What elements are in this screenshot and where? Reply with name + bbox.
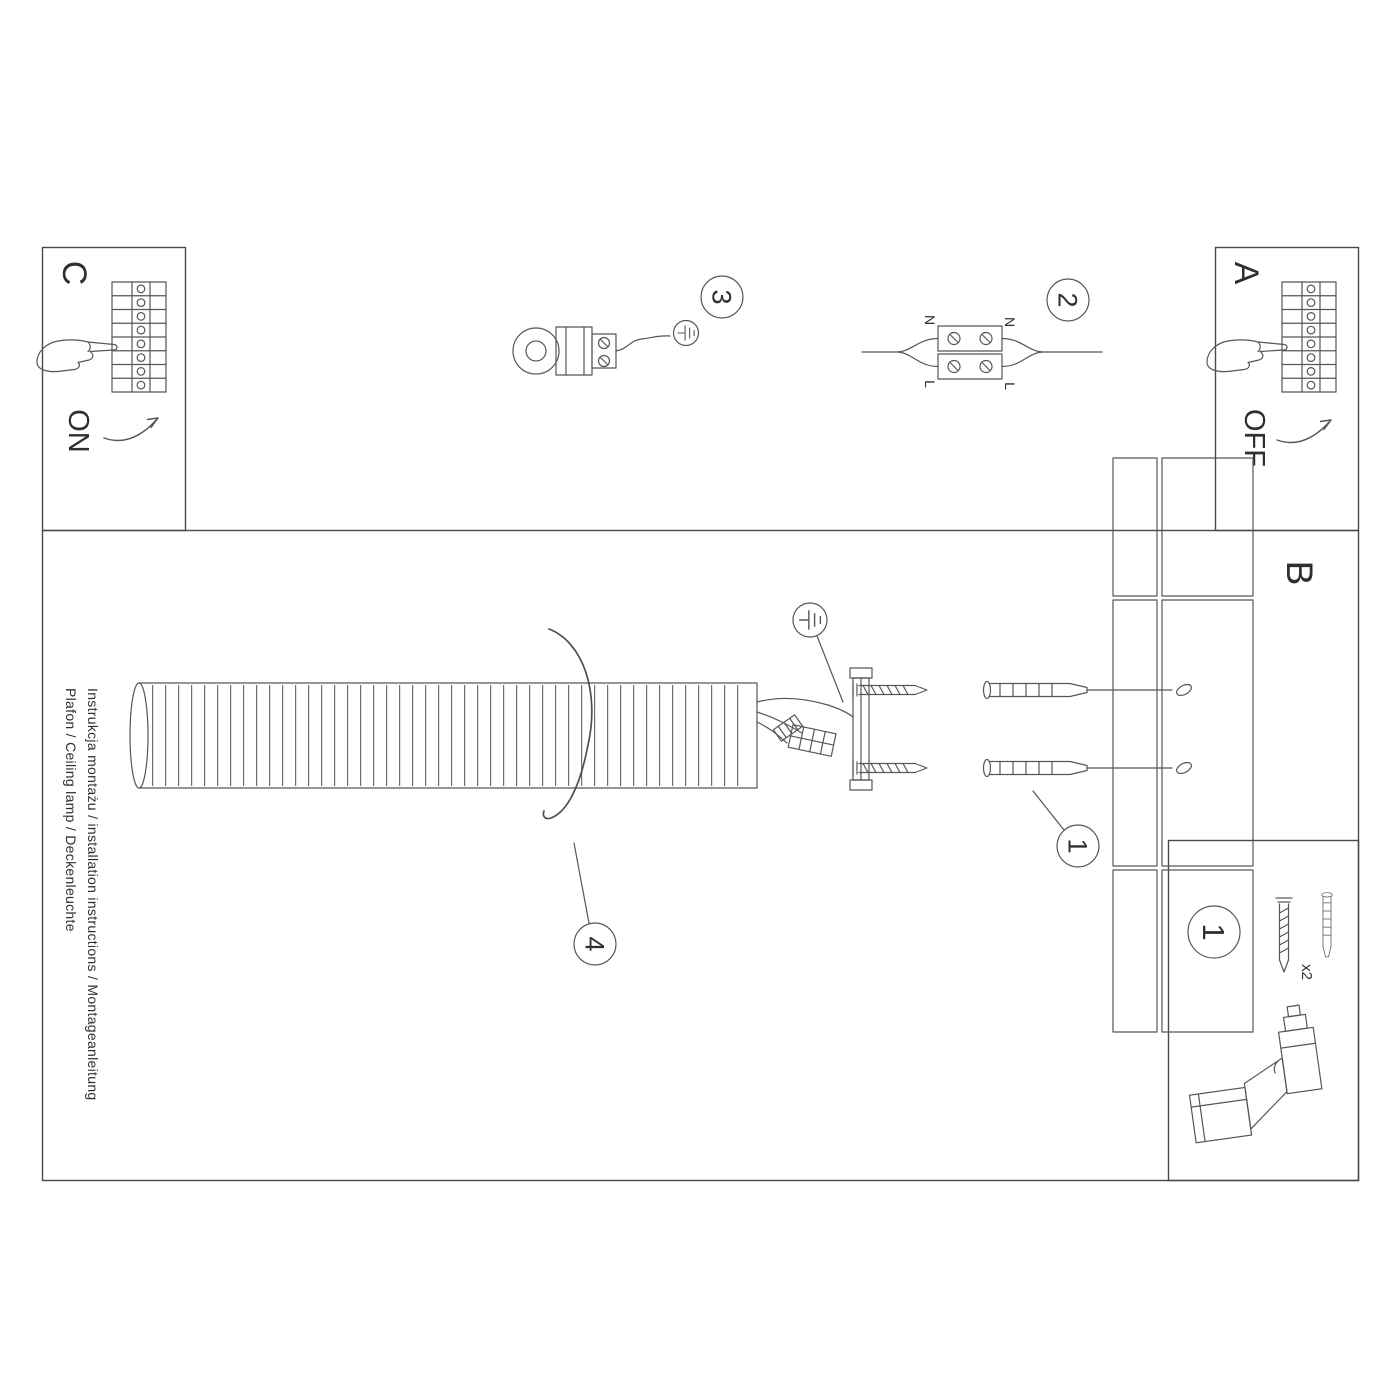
terminal-label-l-right: L	[1002, 382, 1018, 390]
parts-marker-circle	[1187, 905, 1241, 959]
press-hand-icon	[1206, 339, 1288, 373]
rotate-arrow-icon	[1276, 419, 1332, 444]
panel-c: C ON	[36, 261, 167, 453]
section-label-c: C	[55, 261, 93, 286]
rotate-arrow-icon	[103, 417, 159, 442]
screw-icon	[1275, 897, 1293, 973]
section-label-b: B	[1279, 561, 1320, 586]
step-marker-2: 2	[1053, 292, 1083, 307]
terminal-strip-icon	[111, 281, 167, 393]
wall-plug-icon	[982, 758, 1088, 778]
doc-title-line2: Plafon / Ceiling lamp / Deckenleuchte	[63, 688, 79, 932]
drill-icon	[1188, 1004, 1323, 1144]
terminal-label-n-left: N	[922, 315, 938, 325]
terminal-strip-icon	[1281, 281, 1337, 393]
alignment-lines	[1087, 689, 1173, 769]
step-marker-circle	[1046, 278, 1090, 322]
terminal-connector-icon	[861, 325, 1103, 380]
wall-icon	[1112, 457, 1254, 1033]
screw-quantity: x2	[1298, 964, 1315, 980]
section-label-a: A	[1227, 262, 1265, 285]
doc-title-line1: Instrukcja montażu / installation instru…	[85, 688, 101, 1101]
step-4-marker: 4	[573, 842, 617, 966]
drill-hole-icon	[1176, 683, 1192, 697]
step-1-marker: 1	[1032, 790, 1100, 868]
step-marker-3: 3	[707, 289, 737, 304]
panel-c-box	[41, 246, 187, 532]
main-assembly: B	[63, 457, 1320, 1101]
lamp-tube-icon	[129, 682, 758, 789]
parts-box	[1167, 839, 1360, 1182]
step-3: 3	[512, 275, 744, 376]
panel-a-box	[1214, 246, 1360, 532]
wall-plug-icon	[982, 680, 1088, 700]
switch-state-on: ON	[62, 409, 94, 453]
step-2: 2 N L N L	[861, 278, 1103, 390]
parts-list: 1 x2	[1187, 892, 1333, 1144]
step-marker-circle	[700, 275, 744, 319]
power-cable	[542, 628, 593, 820]
switch-state-off: OFF	[1238, 409, 1270, 467]
screw-icon	[852, 759, 928, 777]
terminal-label-l-left: L	[922, 380, 938, 388]
step-marker-1: 1	[1063, 838, 1093, 853]
screw-icon	[852, 681, 928, 699]
wire-connector-icon	[756, 697, 854, 757]
panel-a: A OFF	[1206, 262, 1337, 467]
lamp-holder-icon	[512, 326, 671, 376]
step-marker-4: 4	[580, 936, 610, 951]
panel-b-box	[41, 529, 1360, 1182]
ground-icon	[672, 319, 700, 347]
ground-icon	[792, 602, 844, 703]
parts-marker-1: 1	[1196, 923, 1231, 940]
wall-plug-icon	[1321, 892, 1333, 958]
terminal-label-n-right: N	[1002, 317, 1018, 327]
press-hand-icon	[36, 339, 118, 373]
drill-hole-icon	[1176, 761, 1192, 775]
